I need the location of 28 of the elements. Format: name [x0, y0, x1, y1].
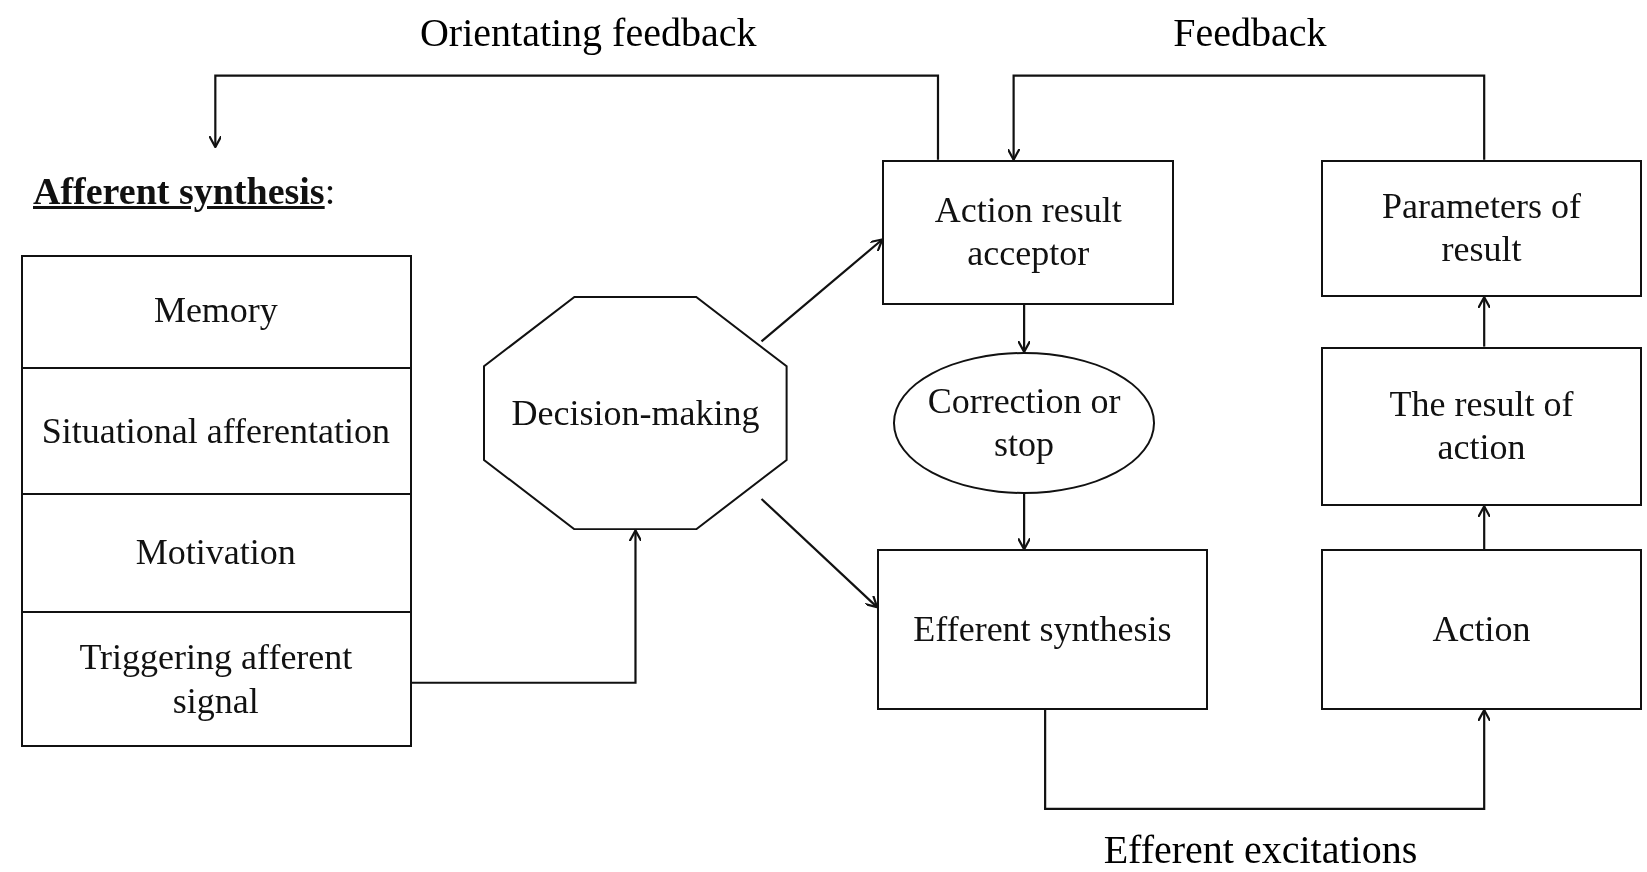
- process-box: [1321, 549, 1642, 711]
- arrow: [1017, 493, 1032, 551]
- node-label: Triggering afferent signal: [78, 636, 354, 723]
- arrow: [1006, 74, 1486, 161]
- arrow: [1044, 708, 1492, 810]
- node-label: Action: [1431, 608, 1532, 652]
- arrow: [1017, 304, 1032, 353]
- process-box: [877, 549, 1208, 711]
- node-label: Parameters of result: [1381, 185, 1582, 272]
- node-label: Memory: [152, 289, 279, 333]
- node-label: The result of action: [1388, 383, 1575, 470]
- arrow: [208, 74, 940, 160]
- process-box: [1321, 346, 1642, 507]
- node-label: Action result acceptor: [933, 188, 1123, 276]
- decision-octagon: [483, 296, 788, 531]
- arrow: [411, 529, 643, 684]
- node-label: Efferent synthesis: [912, 608, 1173, 652]
- node-label: Correction or stop: [926, 379, 1122, 466]
- arrow: [1477, 296, 1492, 347]
- node-label: Motivation: [134, 531, 297, 575]
- node-label: Decision-making: [510, 391, 761, 435]
- node-label: Situational afferentation: [40, 409, 391, 453]
- process-box: [1321, 159, 1642, 298]
- arrow: [1477, 505, 1492, 550]
- arrow: [760, 238, 884, 343]
- arrow: [760, 498, 879, 609]
- group-heading: Afferent synthesis:: [32, 169, 337, 215]
- process-box: [882, 159, 1175, 305]
